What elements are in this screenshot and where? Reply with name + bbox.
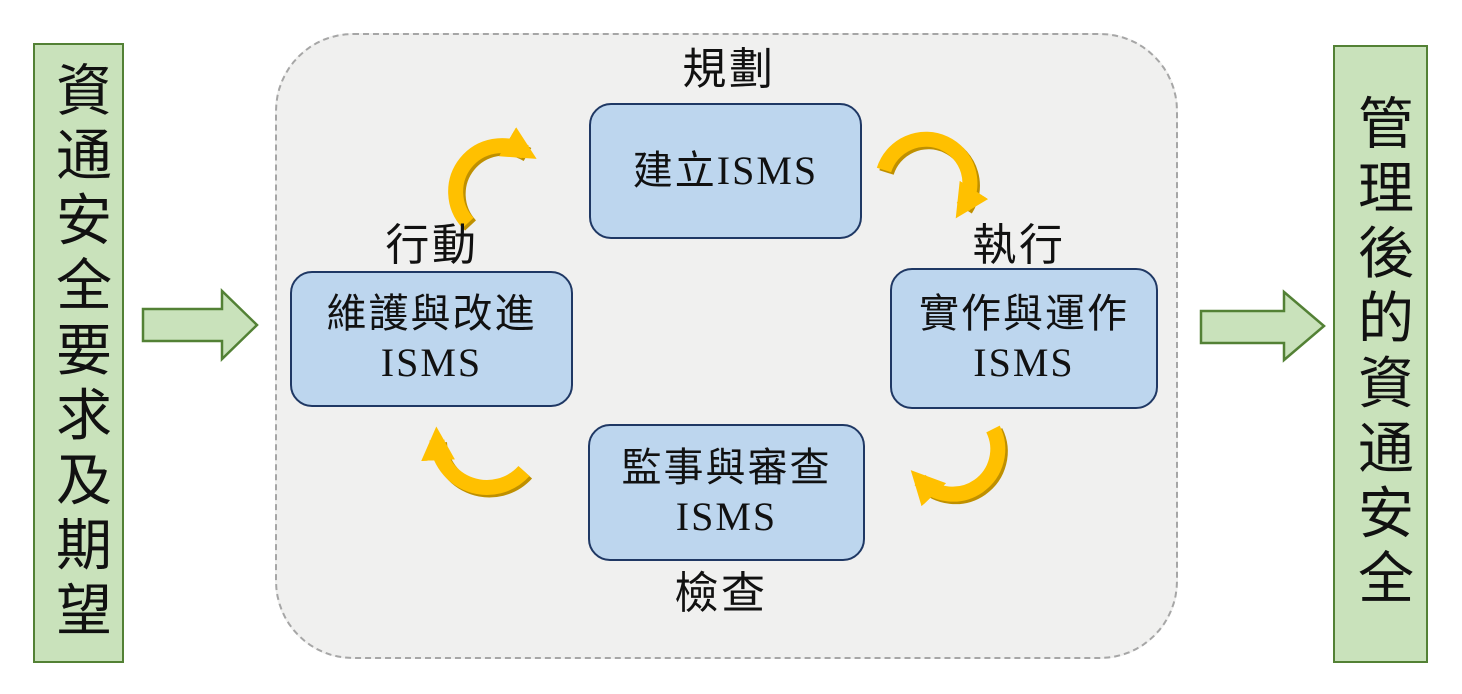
output-arrow-icon xyxy=(1199,289,1326,363)
process-box-do-line1: 實作與運作 xyxy=(919,290,1129,336)
cycle-arrow-plan-to-do-icon xyxy=(876,131,989,219)
process-box-do: 實作與運作 ISMS xyxy=(890,268,1158,409)
stage-label-act: 行動 xyxy=(385,221,479,270)
process-box-check-line1: 監事與審查 xyxy=(621,444,832,490)
process-box-plan: 建立ISMS xyxy=(589,103,862,239)
output-panel: 管理後的資通安全 xyxy=(1333,45,1428,663)
input-panel-label: 資通安全要求及期望 xyxy=(47,60,110,646)
cycle-arrow-check-to-act-icon xyxy=(421,426,533,498)
process-box-check-line2: ISMS xyxy=(675,493,778,539)
stage-label-check: 檢查 xyxy=(674,569,768,618)
process-box-act-line2: ISMS xyxy=(380,340,483,385)
input-panel: 資通安全要求及期望 xyxy=(33,43,124,663)
process-box-act-line1: 維護與改進 xyxy=(326,291,537,337)
process-box-check: 監事與審查 ISMS xyxy=(588,424,865,561)
process-box-do-line2: ISMS xyxy=(973,339,1075,385)
output-panel-label: 管理後的資通安全 xyxy=(1349,94,1412,614)
stage-label-plan: 規劃 xyxy=(682,45,776,94)
process-box-plan-line1: 建立ISMS xyxy=(632,147,819,193)
process-box-act: 維護與改進 ISMS xyxy=(290,271,573,407)
input-arrow-icon xyxy=(141,288,259,362)
cycle-arrow-do-to-check-icon xyxy=(910,425,1008,507)
stage-label-do: 執行 xyxy=(972,221,1066,270)
cycle-arrow-act-to-plan-icon xyxy=(448,127,537,231)
